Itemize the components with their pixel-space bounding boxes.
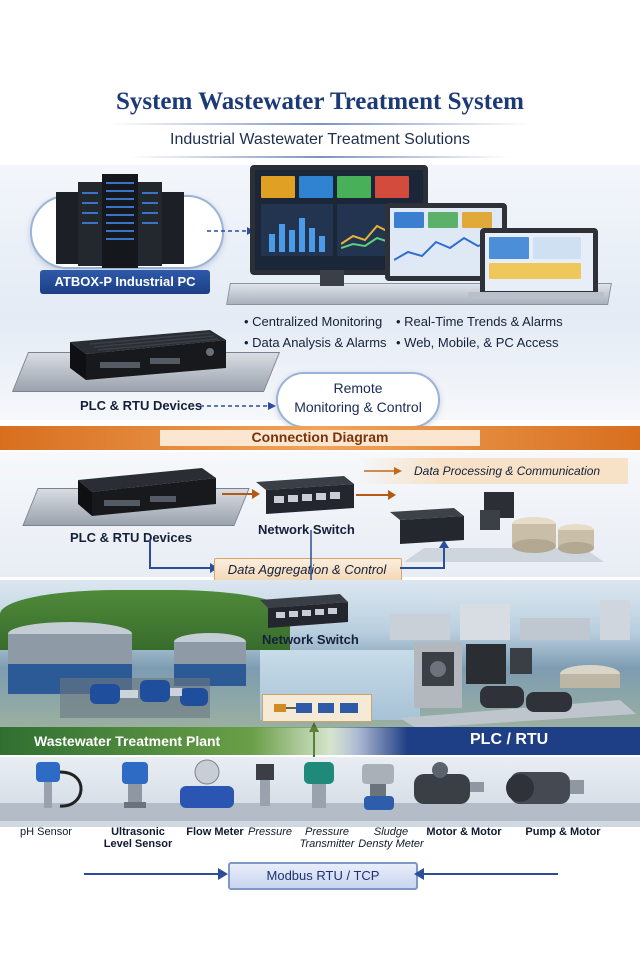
motor-icon	[414, 762, 484, 804]
processing-equipment-icon	[390, 492, 604, 562]
laptop-screen	[480, 228, 598, 296]
cloud-label-line1: Remote	[333, 380, 383, 396]
laptop-base	[468, 292, 604, 298]
plc-rtu-label: PLC / RTU	[470, 731, 549, 748]
data-processing-band	[358, 458, 628, 484]
device-label: Motor & Motor	[426, 826, 502, 838]
feature-item: • Centralized Monitoring	[244, 314, 383, 329]
page-title: System Wastewater Treatment System	[115, 88, 525, 115]
control-panel-icons	[274, 703, 358, 713]
network-switch-icon-2	[260, 594, 348, 628]
device-label: Pressure	[247, 826, 293, 838]
ultrasonic-level-sensor-icon	[122, 762, 148, 808]
modbus-right-arrow	[414, 868, 558, 880]
factory-skyline	[380, 600, 640, 640]
pump-motor-icon	[506, 772, 584, 804]
plc-to-aggregation-arrow	[149, 540, 218, 573]
pressure-sensor-icon	[256, 764, 274, 806]
cloud-label-line2: Monitoring & Control	[294, 399, 422, 415]
remote-cloud: Remote Monitoring & Control	[276, 372, 440, 428]
server-label: ATBOX-P Industrial PC	[40, 270, 210, 294]
plc-to-cloud-arrow	[200, 402, 276, 410]
device-label: Flow Meter	[186, 826, 244, 838]
plc-device-icon-2	[78, 468, 216, 516]
feature-item: • Web, Mobile, & PC Access	[396, 335, 559, 350]
title-divider	[110, 123, 530, 125]
plc-rtu-equipment-icon	[400, 642, 636, 728]
aggregation-to-equipment-arrow	[400, 540, 449, 569]
feature-item: • Real-Time Trends & Alarms	[396, 314, 563, 329]
device-label: pH Sensor	[20, 826, 72, 838]
treatment-tanks-icon	[8, 622, 246, 718]
subtitle-divider	[130, 156, 510, 158]
aggregation-box	[214, 558, 402, 582]
plc-device-icon	[70, 330, 226, 380]
connection-banner-inner	[160, 430, 480, 446]
modbus-left-arrow	[84, 868, 228, 880]
page-subtitle: Industrial Wastewater Treatment Solution…	[170, 131, 470, 148]
plc-label-middle: PLC & RTU Devices	[70, 530, 193, 545]
flow-meter-icon	[180, 759, 234, 808]
data-processing-arrow	[364, 467, 402, 475]
plc-label-top: PLC & RTU Devices	[80, 398, 203, 413]
monitor-stand	[320, 270, 344, 286]
modbus-protocol-box: Modbus RTU / TCP	[228, 862, 418, 890]
switch-label-2: Network Switch	[262, 632, 359, 647]
server-rack-icon	[56, 174, 184, 268]
connection-banner-label: Connection Diagram	[251, 429, 389, 445]
plc-to-switch-arrow	[222, 489, 260, 499]
network-switch-icon	[256, 476, 354, 514]
device-label: Pump & Motor	[525, 826, 601, 838]
plant-label-bar	[0, 727, 360, 755]
sludge-density-meter-icon	[362, 764, 394, 810]
aggregation-label: Data Aggregation & Control	[227, 562, 387, 577]
field-devices-icons	[36, 759, 584, 810]
pressure-transmitter-icon	[304, 762, 334, 808]
data-processing-label: Data Processing & Communication	[414, 464, 601, 478]
switch-label: Network Switch	[258, 522, 355, 537]
plant-label: Wastewater Treatment Plant	[34, 733, 221, 749]
ph-sensor-icon	[36, 762, 83, 808]
feature-item: • Data Analysis & Alarms	[244, 335, 387, 350]
plc-rtu-label-bar	[330, 727, 640, 755]
switch-to-server-arrow	[356, 490, 396, 500]
devices-shelf	[0, 803, 640, 821]
